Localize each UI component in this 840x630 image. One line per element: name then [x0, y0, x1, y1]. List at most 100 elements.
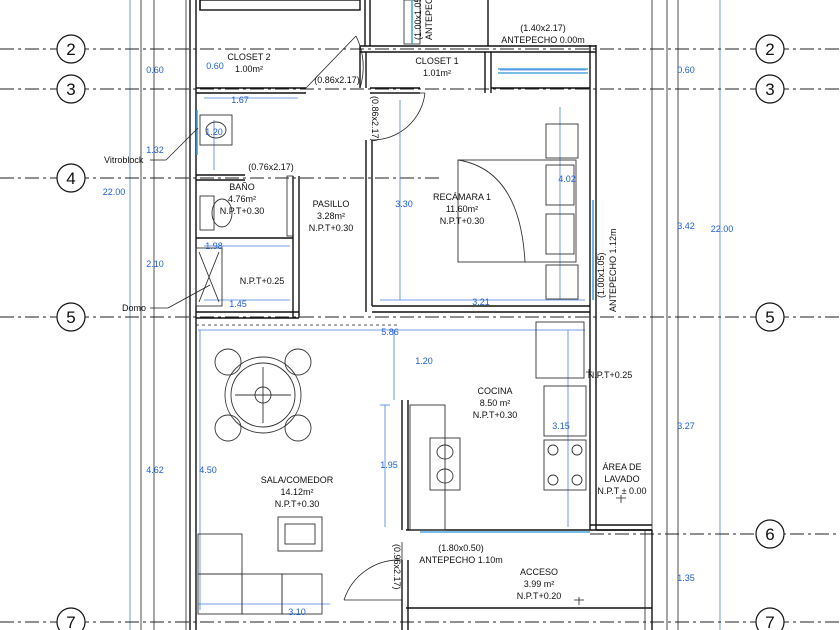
dim-left-060: 0.60	[146, 65, 164, 75]
cocina-area: 8.50 m²	[480, 398, 511, 408]
axis-bubble-5-left: 5	[56, 302, 86, 332]
bed	[457, 159, 577, 263]
recamara-name: RECÁMARA 1	[433, 192, 491, 202]
dining-table	[214, 348, 312, 442]
grid-axes	[0, 48, 840, 623]
vertical-guides	[129, 0, 721, 630]
axis-bubble-5-right: 5	[755, 302, 785, 332]
dim-right-2200: 22.00	[711, 224, 734, 234]
dim-bano-145: 1.45	[229, 299, 247, 309]
cocina-step-level: N.P.T+0.25	[588, 370, 633, 380]
door-076: (0.76x2.17)	[248, 162, 294, 172]
windows	[196, 0, 594, 533]
dim-sala-195: 1.95	[380, 460, 398, 470]
sofa	[197, 533, 323, 615]
axis-bubble-6-right: 6	[755, 519, 785, 549]
dimension-labels: 0.60 0.60 1.32 22.00 2.10 4.62 1.67 1.20…	[103, 61, 734, 617]
kitchen-counter	[409, 321, 587, 531]
lavado-name-2: LAVADO	[604, 474, 639, 484]
svg-text:6: 6	[765, 525, 774, 544]
dim-sala-586: 5.86	[381, 327, 399, 337]
door-096-v: (0.96x2.17)	[392, 544, 402, 590]
closet1-name: CLOSET 1	[415, 56, 458, 66]
svg-text:5: 5	[66, 308, 75, 327]
nightstand-bottom	[545, 264, 579, 300]
door-086-h: (0.86x2.17)	[314, 75, 360, 85]
coffee-table	[277, 516, 323, 552]
svg-text:2: 2	[765, 40, 774, 59]
dim-sala-120: 1.20	[415, 356, 433, 366]
callout-labels: Vitroblock Domo	[104, 155, 146, 313]
dim-left-132: 1.32	[146, 145, 164, 155]
axis-bubble-3-left: 3	[56, 74, 86, 104]
recamara-level: N.P.T+0.30	[440, 216, 485, 226]
level-markers	[574, 369, 626, 605]
closet1-area: 1.01m²	[423, 68, 451, 78]
lavado-name-1: ÁREA DE	[602, 462, 641, 472]
opening-labels: (1.00x1.05) ANTEPECHO (1.40x2.17) ANTEPE…	[248, 0, 618, 590]
domo-level: N.P.T+0.25	[240, 276, 285, 286]
svg-text:2: 2	[66, 40, 75, 59]
dim-bano-120: 1.20	[205, 127, 223, 137]
axis-bubbles: 2 3 4 5 7 2 3 5	[56, 34, 785, 630]
callout-leaders	[150, 127, 211, 309]
dim-rec-402: 4.02	[558, 174, 576, 184]
dim-right-327: 3.27	[677, 421, 695, 431]
axis-bubble-4-left: 4	[56, 163, 86, 193]
dim-right-135: 1.35	[677, 573, 695, 583]
lavado-level: N.P.T ± 0.00	[597, 486, 646, 496]
acceso-level: N.P.T+0.20	[517, 591, 562, 601]
pasillo-name: PASILLO	[313, 199, 350, 209]
sala-name: SALA/COMEDOR	[261, 475, 334, 485]
dimension-lines	[198, 69, 586, 610]
walls	[189, 0, 653, 630]
closet2-area: 1.00m²	[235, 64, 263, 74]
dim-left-462: 4.62	[146, 465, 164, 475]
acceso-name: ACCESO	[520, 567, 558, 577]
domo-label: Domo	[122, 303, 146, 313]
svg-text:5: 5	[765, 308, 774, 327]
top-window-antepecho: ANTEPECHO	[424, 0, 434, 40]
antepecho-110: ANTEPECHO 1.10m	[419, 555, 503, 565]
svg-text:7: 7	[66, 613, 75, 630]
vitroblock-label: Vitroblock	[104, 155, 144, 165]
bathroom-fixtures	[195, 114, 233, 307]
axis-bubble-2-left: 2	[56, 34, 86, 64]
dim-left-210: 2.10	[146, 259, 164, 269]
antepecho-112: ANTEPECHO 1.12m	[608, 228, 618, 312]
axis-bubble-3-right: 3	[755, 74, 785, 104]
dim-sala-450: 4.50	[199, 465, 217, 475]
sala-area: 14.12m²	[280, 487, 313, 497]
svg-text:3: 3	[765, 80, 774, 99]
svg-text:7: 7	[765, 613, 774, 630]
antepecho-000: ANTEPECHO 0.00m	[501, 35, 585, 45]
bano-area: 4.76m²	[228, 194, 256, 204]
bano-level: N.P.T+0.30	[220, 206, 265, 216]
axis-bubble-7-left: 7	[56, 607, 86, 630]
dim-right-060: 0.60	[677, 65, 695, 75]
svg-text:3: 3	[66, 80, 75, 99]
axis-bubble-7-right: 7	[755, 607, 785, 630]
pasillo-area: 3.28m²	[317, 211, 345, 221]
dim-rec-321: 3.21	[472, 297, 490, 307]
doors	[286, 35, 426, 601]
door-086-v: (0.86x2.17)	[370, 96, 380, 142]
room-labels: CLOSET 2 1.00m² CLOSET 1 1.01m² BAÑO 4.7…	[220, 52, 647, 601]
dim-pasillo-330: 3.30	[395, 199, 413, 209]
cocina-level: N.P.T+0.30	[473, 410, 518, 420]
cocina-name: COCINA	[477, 386, 512, 396]
pasillo-level: N.P.T+0.30	[309, 223, 354, 233]
closet2-name: CLOSET 2	[227, 52, 270, 62]
acceso-area: 3.99 m²	[524, 579, 555, 589]
dim-left-2200: 22.00	[103, 187, 126, 197]
axis-bubble-2-right: 2	[755, 34, 785, 64]
dim-closet2-060: 0.60	[206, 61, 224, 71]
bano-name: BAÑO	[229, 182, 255, 192]
sala-level: N.P.T+0.30	[275, 499, 320, 509]
dim-cocina-315: 3.15	[552, 421, 570, 431]
top-window-size: (1.00x1.05)	[413, 0, 423, 40]
dim-sala-310: 3.10	[288, 607, 306, 617]
dim-right-342: 3.42	[677, 221, 695, 231]
recamara-area: 11.60m²	[446, 204, 478, 214]
